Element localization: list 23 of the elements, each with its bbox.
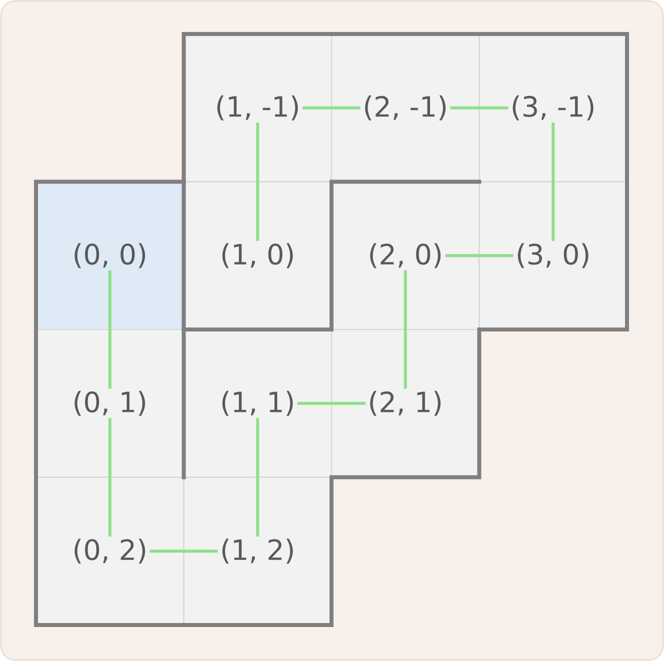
cell-label: (1, 1) — [222, 390, 293, 416]
cell-label: (0, 0) — [74, 243, 146, 268]
path-line — [552, 122, 555, 241]
path-line — [108, 270, 112, 389]
cell-label: (3, 0) — [518, 243, 588, 268]
path-line — [108, 418, 112, 536]
path-line — [256, 122, 260, 241]
cell-label: (2, -1) — [365, 95, 446, 120]
cell-label: (1, -1) — [217, 95, 298, 120]
cell-label: (2, 1) — [370, 390, 441, 416]
cell-label: (3, -1) — [512, 95, 594, 120]
path-line — [150, 550, 218, 553]
path-line — [256, 418, 260, 536]
path-line — [297, 402, 366, 405]
path-line — [445, 254, 514, 258]
path-line — [450, 106, 508, 110]
cell-label: (0, 2) — [74, 538, 146, 564]
cell-label: (1, 2) — [222, 538, 293, 564]
path-line — [404, 270, 407, 389]
cell-label: (1, 0) — [222, 243, 293, 268]
cell-label: (0, 1) — [74, 390, 146, 416]
cell-label: (2, 0) — [370, 243, 441, 268]
path-line — [302, 106, 360, 110]
